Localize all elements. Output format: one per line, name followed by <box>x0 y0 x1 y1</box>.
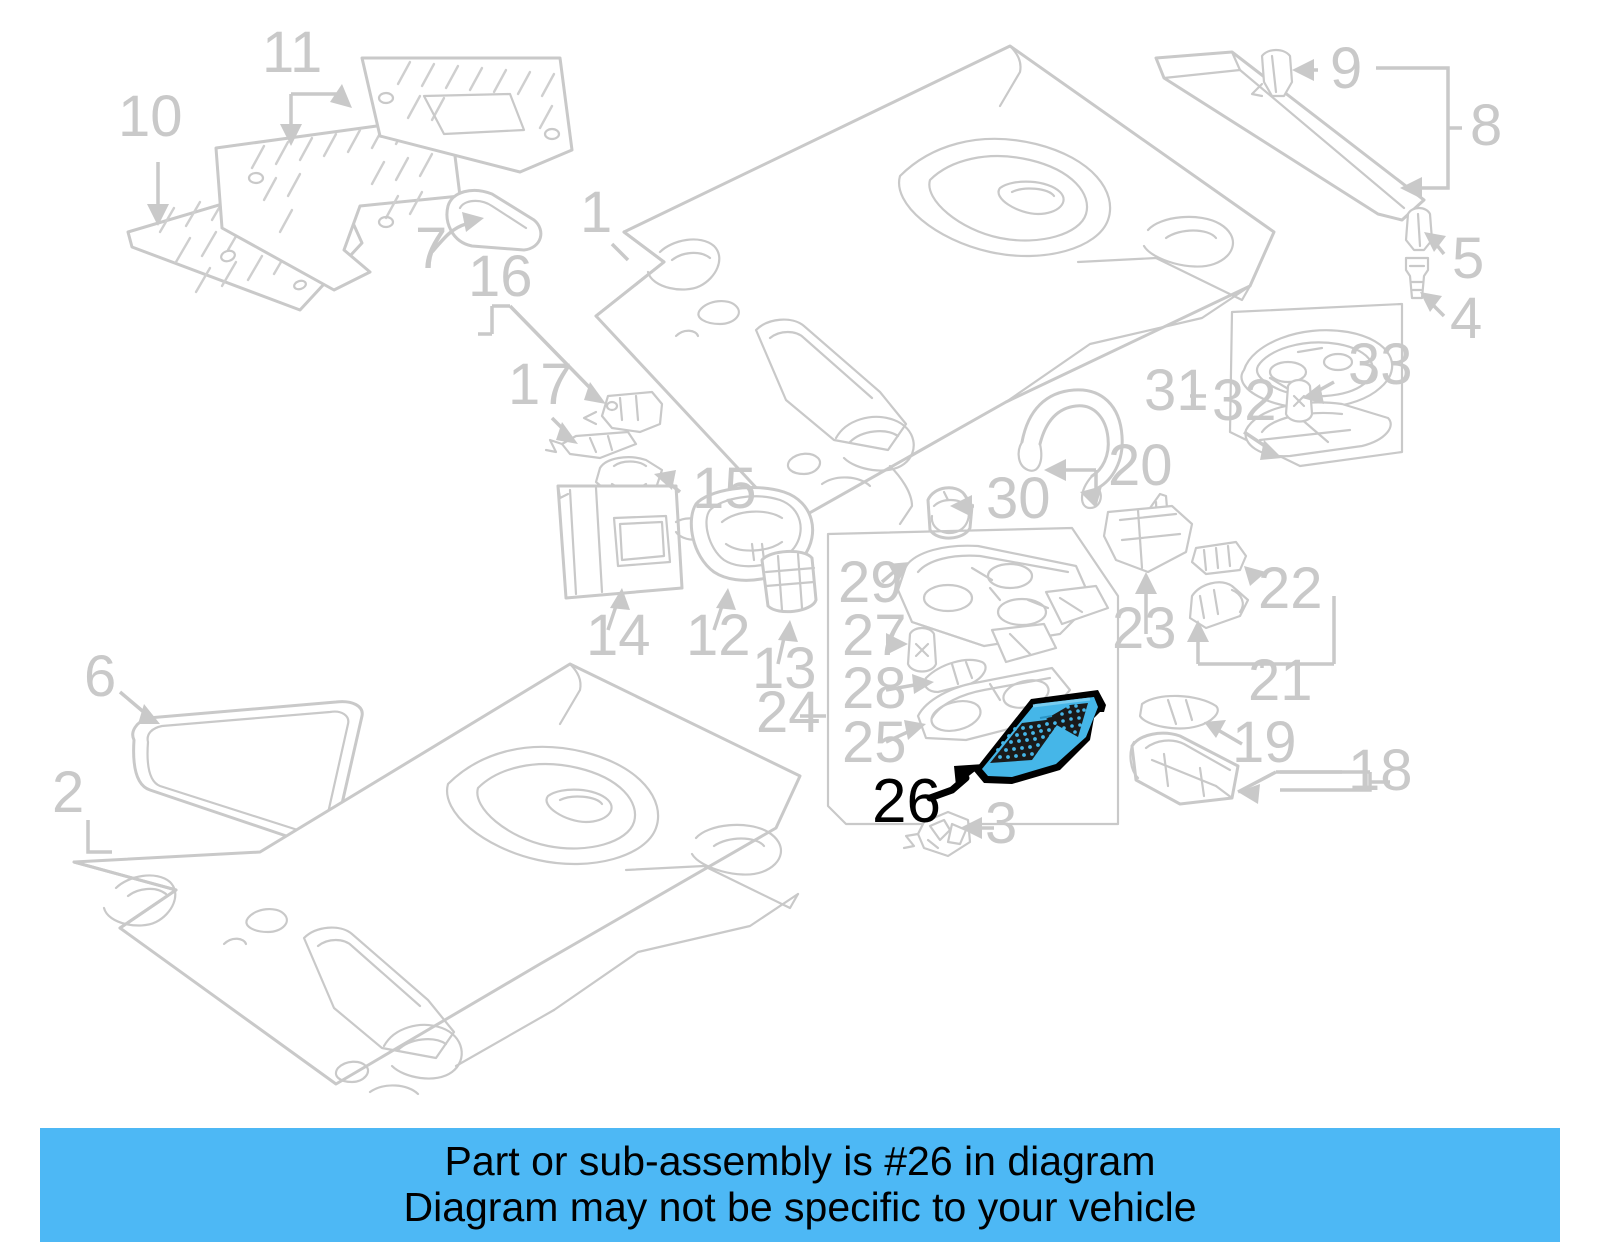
leader-2 <box>86 820 112 854</box>
leader-15 <box>654 470 682 494</box>
leader-17 <box>550 416 578 444</box>
part-21b-grip-bar <box>1188 581 1250 630</box>
callout-1: 1 <box>580 180 612 245</box>
part-27-console-bulb <box>906 626 938 673</box>
part-5-grommet <box>1404 206 1434 252</box>
leader-19 <box>1204 720 1243 746</box>
part-24-overhead-console-group <box>826 526 1120 826</box>
banner-line-1: Part or sub-assembly is #26 in diagram <box>444 1138 1156 1185</box>
part-7-visor-clip <box>445 189 543 252</box>
callout-5: 5 <box>1452 226 1484 291</box>
callout-33: 33 <box>1348 332 1413 397</box>
part-19-lamp-bulb <box>1138 694 1219 730</box>
callout-10: 10 <box>118 84 183 149</box>
exploded-parts-diagram: .ln { fill:none; stroke:#c9c9c9; stroke-… <box>52 20 1502 1096</box>
leader-23 <box>1135 572 1157 634</box>
leader-25 <box>885 720 926 744</box>
leader-8 <box>1376 66 1462 199</box>
callout-21: 21 <box>1248 648 1313 713</box>
part-4-screw <box>1404 256 1430 300</box>
leader-18 <box>1237 770 1390 804</box>
part-23-grip-mount-bracket <box>1102 504 1194 574</box>
leader-30 <box>950 495 974 517</box>
leader-27 <box>886 633 908 655</box>
part-28-console-lamp-bulb <box>923 658 987 694</box>
callout-28: 28 <box>842 656 907 721</box>
leader-10 <box>147 162 169 226</box>
callout-6: 6 <box>84 644 116 709</box>
callout-14: 14 <box>586 603 651 668</box>
callout-22: 22 <box>1258 556 1323 621</box>
part-20-assist-grip-handle <box>1017 388 1124 510</box>
leader-21 <box>1187 596 1336 668</box>
info-banner: Part or sub-assembly is #26 in diagram D… <box>40 1128 1560 1242</box>
part-33-dome-lamp-bulb <box>1284 378 1314 423</box>
callout-20: 20 <box>1108 433 1173 498</box>
part-11-insulation-pad-front <box>214 56 574 292</box>
leader-14 <box>606 588 630 631</box>
leader-3 <box>960 817 994 839</box>
leader-33 <box>1302 380 1335 404</box>
part-31-dome-lamp-group <box>1228 302 1404 468</box>
grille-panel-left <box>990 718 1062 763</box>
leader-22 <box>1244 566 1266 586</box>
callout-31: 31 <box>1144 358 1209 423</box>
leader-26 <box>926 764 984 802</box>
leader-29 <box>880 562 910 584</box>
leader-6 <box>118 690 160 724</box>
part-17-headliner-clip-lower <box>544 430 638 460</box>
callout-8: 8 <box>1470 93 1502 158</box>
callout-19: 19 <box>1232 710 1297 775</box>
part-29-overhead-console-body <box>896 544 1110 664</box>
banner-line-2: Diagram may not be specific to your vehi… <box>403 1184 1197 1230</box>
callout-2: 2 <box>52 760 84 825</box>
callout-7: 7 <box>415 216 447 281</box>
leader-28 <box>885 674 934 694</box>
callout-15: 15 <box>692 456 757 521</box>
part-3-retainer-clip <box>902 810 972 858</box>
callout-26: 26 <box>872 767 941 836</box>
part-13-visor-bracket <box>760 550 818 614</box>
part-8-grab-handle-trim <box>1154 50 1426 222</box>
leader-4 <box>1420 292 1446 318</box>
callout-25: 25 <box>842 710 907 775</box>
leader-7 <box>430 212 484 254</box>
callout-23: 23 <box>1112 596 1177 661</box>
callout-29: 29 <box>838 550 903 615</box>
part-18-reading-lamp-assembly <box>1129 731 1240 806</box>
part-16-headliner-clip-upper <box>582 390 664 434</box>
part-26-overhead-console-speaker-grille[interactable] <box>974 690 1106 784</box>
callout-3: 3 <box>985 791 1017 856</box>
callout-27: 27 <box>842 603 907 668</box>
callout-9: 9 <box>1330 36 1362 101</box>
leader-12 <box>712 588 736 631</box>
callout-13: 13 <box>752 636 817 701</box>
callout-4: 4 <box>1450 286 1482 351</box>
callout-16: 16 <box>468 244 533 309</box>
part-30-screw-cap <box>926 486 974 540</box>
leader-11 <box>280 84 352 146</box>
grille-panel-right <box>1046 703 1088 737</box>
part-1-headliner-main <box>594 44 1276 526</box>
leader-16 <box>478 304 606 404</box>
leader-9 <box>1292 59 1318 81</box>
callout-12: 12 <box>686 603 751 668</box>
part-9-trim-clip <box>1250 48 1294 98</box>
callout-24: 24 <box>756 680 821 745</box>
leader-32 <box>1243 430 1282 460</box>
callout-32: 32 <box>1212 368 1277 433</box>
callout-18: 18 <box>1348 738 1413 803</box>
part-2-headliner-alternate <box>72 662 802 1096</box>
leader-5 <box>1424 232 1446 256</box>
callout-30: 30 <box>986 466 1051 531</box>
leader-20 <box>1044 459 1102 508</box>
part-22-grip-spring-clip <box>1190 540 1248 576</box>
leader-1 <box>610 242 630 262</box>
callout-11: 11 <box>262 20 322 85</box>
leader-13 <box>776 620 798 665</box>
callout-17: 17 <box>508 352 573 417</box>
